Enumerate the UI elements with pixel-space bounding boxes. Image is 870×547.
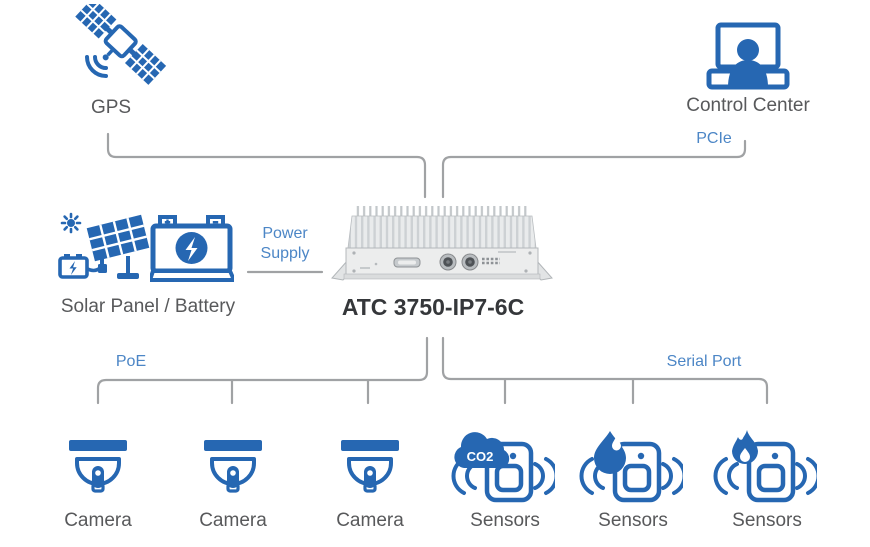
camera-label: Camera (199, 510, 267, 531)
sensor-label: Sensors (470, 510, 540, 531)
gps-label: GPS (90, 97, 132, 118)
solar-panel-icon (58, 212, 150, 279)
device-image (331, 206, 553, 281)
serial-branch-line (441, 336, 769, 405)
camera-icon (204, 440, 262, 493)
camera-label: Camera (64, 510, 132, 531)
co2-badge-text: CO2 (467, 449, 494, 464)
power-supply-label: Power Supply (260, 225, 310, 262)
camera-icon (69, 440, 127, 493)
co2-sensor-icon: CO2 (451, 432, 555, 503)
camera-icon (341, 440, 399, 493)
sensor-label: Sensors (598, 510, 668, 531)
fire-sensor-icon (713, 430, 817, 503)
gps-satellite-icon (75, 4, 167, 85)
co2-cloud-badge (454, 432, 510, 468)
poe-branch-line (96, 336, 429, 405)
water-sensor-icon (579, 431, 683, 503)
serial-port-label: Serial Port (666, 353, 742, 370)
camera-label: Camera (336, 510, 404, 531)
sensor-label: Sensors (732, 510, 802, 531)
device-label: ATC 3750-IP7-6C (341, 294, 525, 320)
flame-badge (732, 430, 758, 464)
battery-icon (150, 215, 234, 282)
control-center-icon (706, 22, 790, 90)
water-drop-badge (594, 431, 626, 474)
poe-label: PoE (115, 353, 147, 370)
solar-battery-label: Solar Panel / Battery (60, 296, 236, 317)
control-center-label: Control Center (686, 95, 810, 116)
control-center-connector-line (441, 139, 747, 199)
pcie-label: PCIe (696, 130, 732, 147)
gps-connector-line (106, 132, 427, 199)
